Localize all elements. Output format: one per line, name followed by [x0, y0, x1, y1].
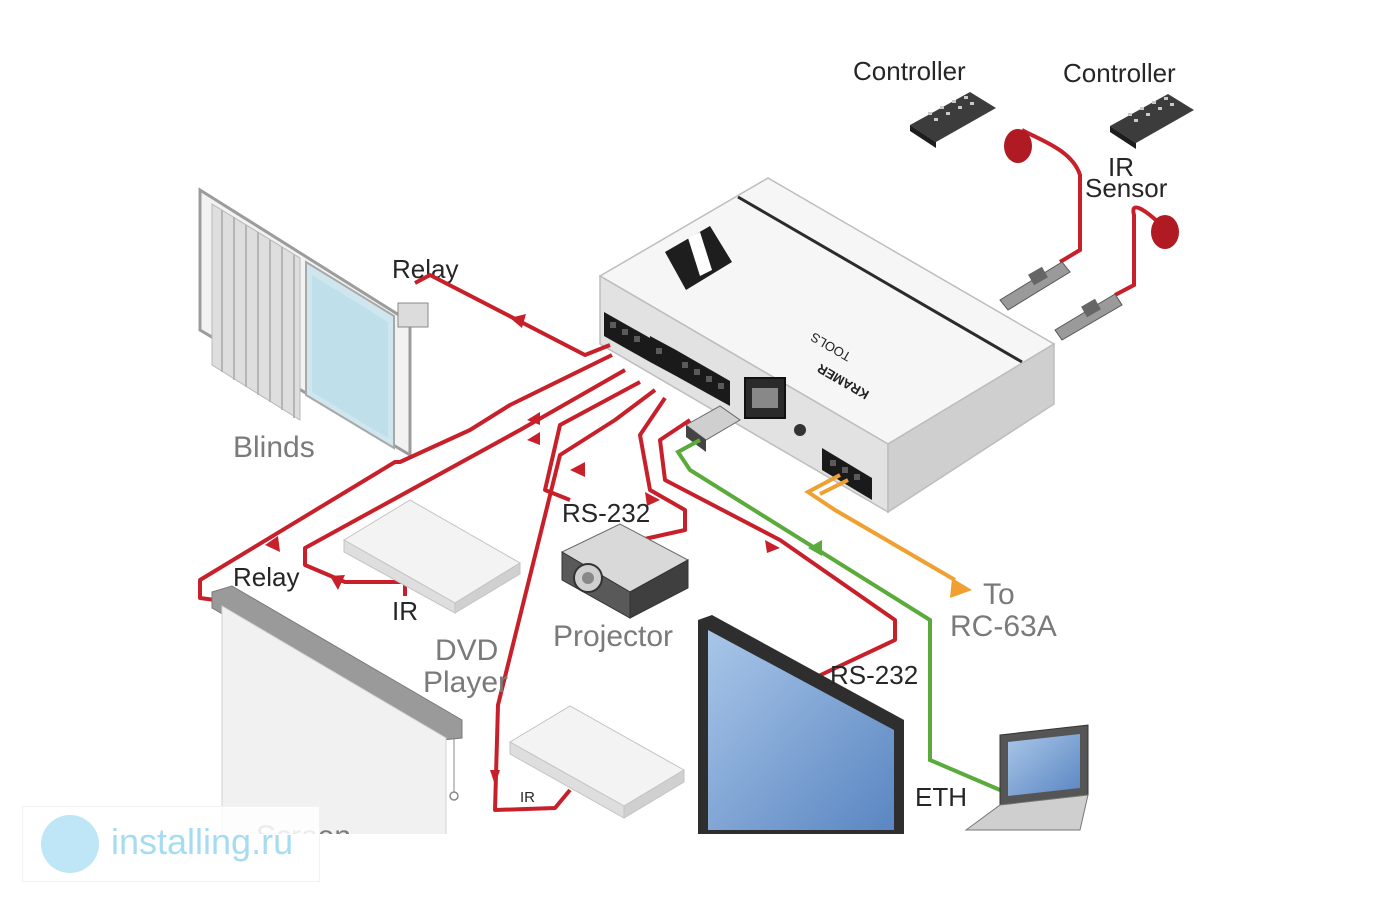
- dvd-label-line2: Player: [423, 666, 508, 699]
- rc63a-cable: [804, 473, 972, 598]
- watermark: installing.ru: [22, 806, 320, 882]
- dvd-player: [343, 499, 521, 614]
- laptop: [964, 724, 1089, 831]
- controller-label-1: Controller: [853, 56, 966, 86]
- terminal-block-relay: [604, 312, 730, 406]
- window-blinds: [198, 187, 429, 458]
- rs232-label-display: RS-232: [830, 660, 918, 690]
- watermark-text: installing.ru: [111, 821, 294, 862]
- reset-button[interactable]: [794, 424, 806, 436]
- ethernet-cable: [675, 438, 1001, 792]
- ir-sensor-label-line2: Sensor: [1085, 173, 1168, 203]
- cable-arrows: [265, 314, 780, 785]
- projector-label: Projector: [553, 620, 673, 653]
- watermark-logo-icon: [41, 815, 99, 873]
- remote-controller-right: [1110, 94, 1194, 149]
- ir-label-dvd: IR: [392, 596, 418, 626]
- projection-screen: [211, 585, 463, 841]
- ir-sensor-label-line1: IR: [1108, 152, 1134, 182]
- rs232-label-projector: RS-232: [562, 498, 650, 528]
- remote-controller-left: [910, 92, 996, 148]
- media-receiver: [509, 705, 685, 819]
- ir-sensor-bulb-icon-2: [1151, 215, 1179, 249]
- controller-label-2: Controller: [1063, 58, 1176, 88]
- relay-label-bottom: Relay: [233, 562, 299, 592]
- ir-sensor-cable-2: [1054, 205, 1179, 341]
- ir-label-small: IR: [520, 789, 535, 806]
- to-label-line1: To: [983, 578, 1015, 611]
- kramer-device: KRAMER TOOLS: [598, 177, 1056, 514]
- ir-sensor-bulb-icon-1: [1004, 129, 1032, 163]
- eth-label: ETH: [915, 782, 967, 812]
- flat-panel-display: [698, 615, 904, 840]
- ethernet-port[interactable]: [744, 377, 786, 419]
- projector: [560, 523, 690, 619]
- ethernet-adapter-icon: [685, 405, 741, 452]
- to-label-line2: RC-63A: [950, 610, 1057, 643]
- blinds-label: Blinds: [233, 431, 315, 464]
- dvd-label-line1: DVD: [435, 634, 498, 667]
- relay-box-icon: [397, 302, 429, 328]
- terminal-block-rc63a: [822, 448, 872, 500]
- ir-sensor-cable-1: [999, 128, 1082, 311]
